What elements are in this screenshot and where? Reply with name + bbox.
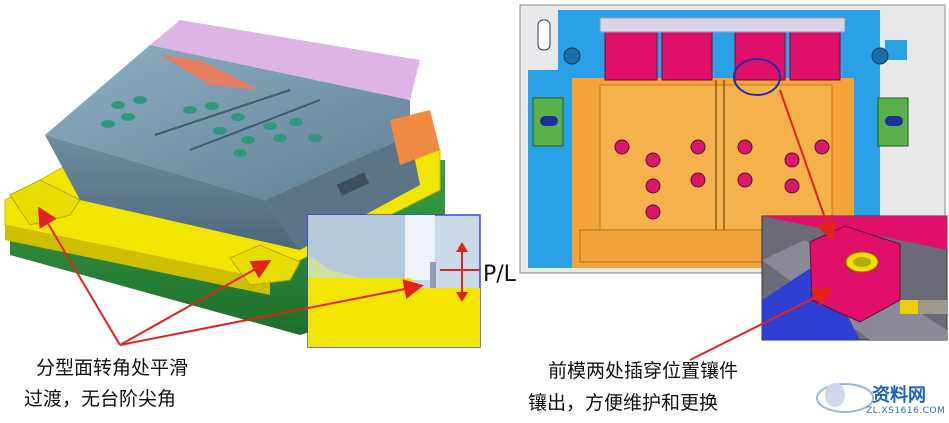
corner-pad-left	[9, 179, 81, 226]
parting-detail-inset	[307, 214, 481, 348]
watermark-logo	[816, 383, 874, 413]
watermark-brand: 资料网	[872, 385, 926, 406]
side-slot	[336, 172, 370, 196]
core-block-top	[45, 45, 410, 200]
left-callout-arrows	[37, 206, 424, 346]
watermark-url: ZL.XS1616.COM	[866, 406, 946, 416]
rib-line	[154, 89, 291, 136]
ejector-pins	[614, 139, 830, 220]
right-callout-arrows	[689, 89, 837, 361]
left-callout-line-2: 过渡，无台阶尖角	[24, 388, 177, 410]
parting-line-label: P/L	[483, 262, 516, 287]
left-callout-line-1: 分型面转角处平滑	[36, 357, 189, 379]
cavity-rim-orange	[160, 55, 260, 90]
insert-highlight	[733, 58, 781, 96]
core-block-side	[45, 135, 300, 250]
cavity-rim-pink	[150, 20, 420, 100]
cavity-rim-orange-2	[390, 110, 440, 165]
parting-plate-front	[5, 225, 270, 295]
front-mold-top-view	[519, 4, 946, 274]
right-callout-line-2: 镶出，方便维护和更换	[528, 392, 719, 414]
right-callout-line-1: 前模两处插穿位置镶件	[548, 360, 739, 382]
cooling-holes	[101, 96, 322, 157]
insert-detail-inset	[761, 215, 948, 341]
rib-line	[189, 99, 321, 151]
